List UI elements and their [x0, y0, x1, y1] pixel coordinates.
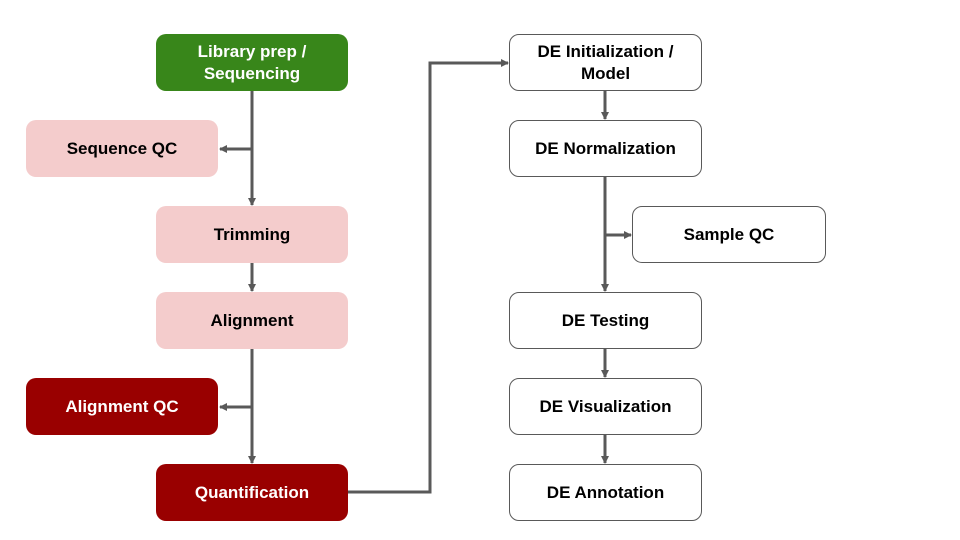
node-de-normalization[interactable]: DE Normalization: [509, 120, 702, 177]
node-alignment[interactable]: Alignment: [156, 292, 348, 349]
node-de-initialization-model[interactable]: DE Initialization / Model: [509, 34, 702, 91]
node-de-testing[interactable]: DE Testing: [509, 292, 702, 349]
node-de-annotation[interactable]: DE Annotation: [509, 464, 702, 521]
node-trimming[interactable]: Trimming: [156, 206, 348, 263]
node-library-prep-sequencing[interactable]: Library prep / Sequencing: [156, 34, 348, 91]
edge-quantification-to-de-init: [348, 59, 509, 494]
node-alignment-qc[interactable]: Alignment QC: [26, 378, 218, 435]
node-sample-qc[interactable]: Sample QC: [632, 206, 826, 263]
node-de-visualization[interactable]: DE Visualization: [509, 378, 702, 435]
node-sequence-qc[interactable]: Sequence QC: [26, 120, 218, 177]
node-quantification[interactable]: Quantification: [156, 464, 348, 521]
